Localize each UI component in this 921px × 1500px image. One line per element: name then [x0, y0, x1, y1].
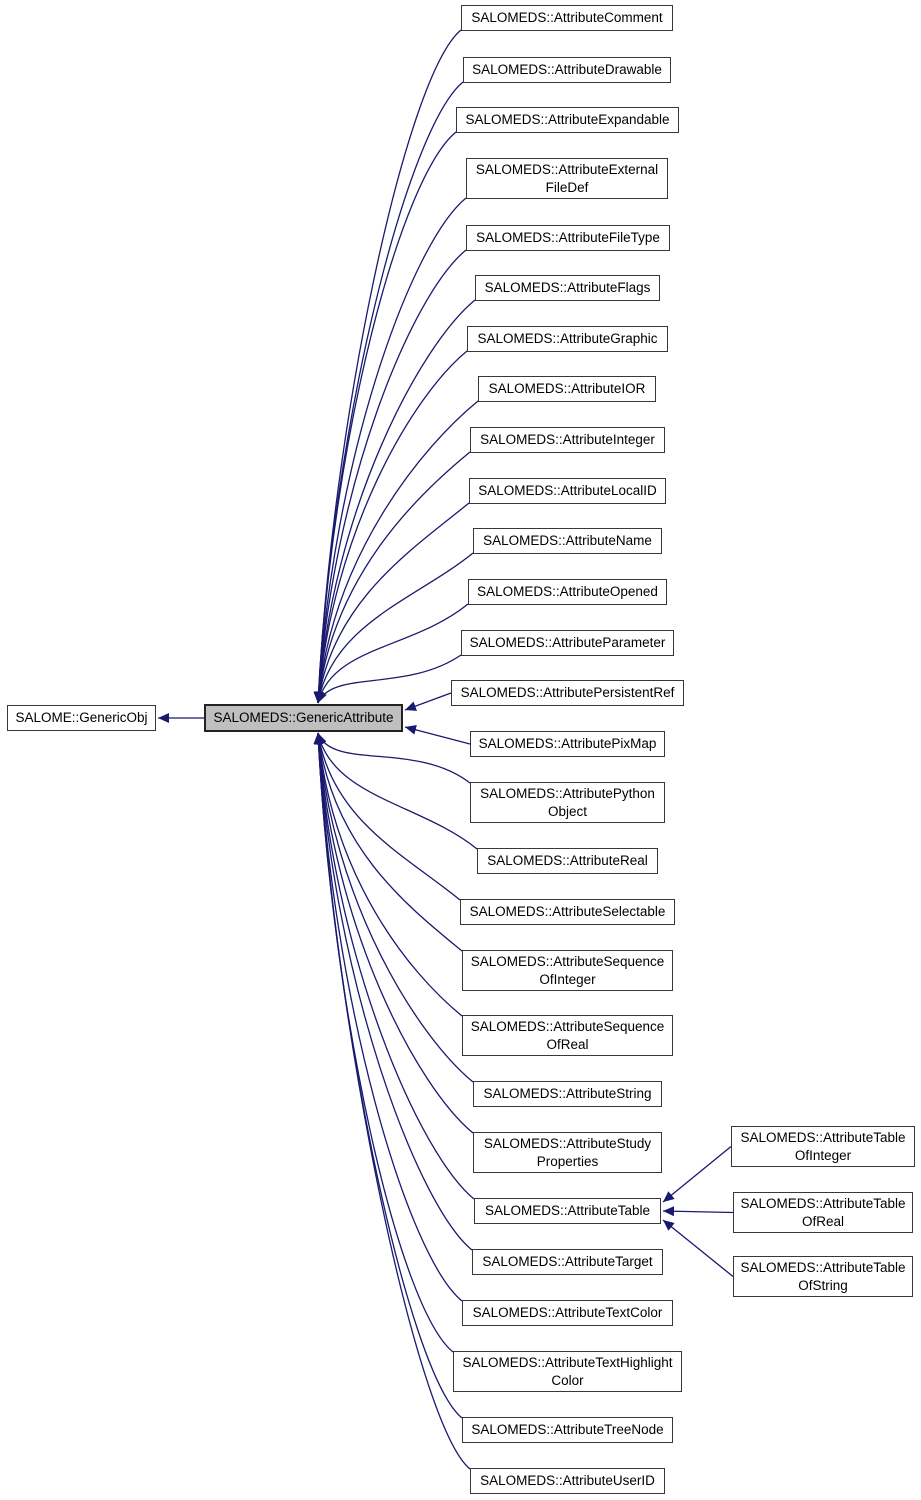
class-node-attribute-selectable[interactable]: SALOMEDS::AttributeSelectable [460, 899, 675, 925]
inheritance-edge-attribute-table-of-integer-to-attribute-table [662, 1145, 732, 1203]
class-node-attribute-drawable[interactable]: SALOMEDS::AttributeDrawable [463, 57, 671, 83]
inheritance-edge-attribute-persistent-ref-to-generic-attribute [404, 692, 452, 711]
inheritance-edge-attribute-name-to-generic-attribute [314, 552, 474, 704]
inheritance-edge-attribute-real-to-generic-attribute [315, 732, 478, 850]
class-node-attribute-external-file-def[interactable]: SALOMEDS::AttributeExternal FileDef [466, 158, 668, 199]
class-node-attribute-expandable[interactable]: SALOMEDS::AttributeExpandable [456, 107, 679, 133]
class-node-attribute-persistent-ref[interactable]: SALOMEDS::AttributePersistentRef [451, 680, 684, 706]
class-node-attribute-table-of-integer[interactable]: SALOMEDS::AttributeTable OfInteger [731, 1126, 915, 1167]
inheritance-edge-attribute-drawable-to-generic-attribute [313, 81, 464, 704]
class-node-attribute-table-of-real[interactable]: SALOMEDS::AttributeTable OfReal [733, 1192, 913, 1233]
class-node-attribute-sequence-of-real[interactable]: SALOMEDS::AttributeSequence OfReal [462, 1015, 673, 1056]
inheritance-edge-attribute-opened-to-generic-attribute [315, 603, 469, 704]
class-node-generic-obj[interactable]: SALOME::GenericObj [7, 705, 156, 731]
class-node-attribute-string[interactable]: SALOMEDS::AttributeString [473, 1081, 662, 1107]
class-node-attribute-name[interactable]: SALOMEDS::AttributeName [473, 528, 662, 554]
class-node-attribute-real[interactable]: SALOMEDS::AttributeReal [477, 848, 658, 874]
inheritance-edge-attribute-expandable-to-generic-attribute [313, 131, 457, 704]
inheritance-edge-attribute-table-to-generic-attribute [313, 732, 475, 1200]
class-node-attribute-parameter[interactable]: SALOMEDS::AttributeParameter [461, 630, 674, 656]
class-node-attribute-tree-node[interactable]: SALOMEDS::AttributeTreeNode [462, 1417, 673, 1443]
class-node-attribute-table[interactable]: SALOMEDS::AttributeTable [474, 1198, 661, 1224]
inheritance-edge-attribute-flags-to-generic-attribute [313, 299, 476, 704]
inheritance-edge-attribute-table-of-real-to-attribute-table [662, 1206, 734, 1217]
inheritance-edge-attribute-text-color-to-generic-attribute [313, 732, 463, 1302]
inheritance-edge-attribute-text-highlight-color-to-generic-attribute [313, 732, 454, 1353]
class-node-attribute-text-color[interactable]: SALOMEDS::AttributeTextColor [462, 1300, 673, 1326]
class-node-attribute-user-id[interactable]: SALOMEDS::AttributeUserID [470, 1468, 665, 1494]
class-node-attribute-python-object[interactable]: SALOMEDS::AttributePython Object [470, 782, 665, 823]
inheritance-edge-attribute-comment-to-generic-attribute [313, 29, 462, 704]
class-node-attribute-target[interactable]: SALOMEDS::AttributeTarget [472, 1249, 663, 1275]
class-node-attribute-local-id[interactable]: SALOMEDS::AttributeLocalID [469, 478, 666, 504]
inheritance-edge-attribute-string-to-generic-attribute [313, 732, 474, 1083]
class-node-attribute-ior[interactable]: SALOMEDS::AttributeIOR [478, 376, 656, 402]
class-node-attribute-file-type[interactable]: SALOMEDS::AttributeFileType [466, 225, 670, 251]
inheritance-edge-attribute-parameter-to-generic-attribute [317, 654, 462, 704]
class-node-attribute-sequence-of-integer[interactable]: SALOMEDS::AttributeSequence OfInteger [462, 950, 673, 991]
class-node-attribute-graphic[interactable]: SALOMEDS::AttributeGraphic [467, 326, 668, 352]
inheritance-edge-attribute-python-object-to-generic-attribute [317, 732, 471, 784]
inheritance-edge-attribute-integer-to-generic-attribute [314, 451, 471, 704]
inheritance-edge-attribute-user-id-to-generic-attribute [313, 732, 471, 1470]
class-node-generic-attribute[interactable]: SALOMEDS::GenericAttribute [204, 704, 403, 732]
class-node-attribute-flags[interactable]: SALOMEDS::AttributeFlags [475, 275, 660, 301]
inheritance-edge-attribute-selectable-to-generic-attribute [314, 732, 461, 901]
class-node-attribute-opened[interactable]: SALOMEDS::AttributeOpened [468, 579, 667, 605]
class-node-attribute-table-of-string[interactable]: SALOMEDS::AttributeTable OfString [733, 1256, 913, 1297]
inheritance-edge-attribute-sequence-of-integer-to-generic-attribute [314, 732, 463, 952]
class-node-attribute-study-properties[interactable]: SALOMEDS::AttributeStudy Properties [473, 1132, 662, 1173]
class-node-attribute-text-highlight-color[interactable]: SALOMEDS::AttributeTextHighlight Color [453, 1351, 682, 1392]
inheritance-edge-attribute-ior-to-generic-attribute [314, 400, 479, 704]
inheritance-edge-attribute-graphic-to-generic-attribute [313, 350, 468, 704]
inheritance-edge-attribute-external-file-def-to-generic-attribute [313, 197, 467, 704]
inheritance-edge-attribute-study-properties-to-generic-attribute [313, 732, 474, 1134]
inheritance-edge-attribute-file-type-to-generic-attribute [313, 249, 467, 704]
class-node-attribute-comment[interactable]: SALOMEDS::AttributeComment [461, 5, 673, 31]
inheritance-edge-attribute-target-to-generic-attribute [313, 732, 473, 1251]
inheritance-edge-attribute-local-id-to-generic-attribute [314, 502, 470, 704]
inheritance-edge-attribute-sequence-of-real-to-generic-attribute [314, 732, 463, 1017]
class-node-attribute-pix-map[interactable]: SALOMEDS::AttributePixMap [470, 731, 665, 757]
inheritance-edge-attribute-pix-map-to-generic-attribute [404, 724, 471, 745]
inheritance-edge-attribute-table-of-string-to-attribute-table [662, 1219, 734, 1278]
class-node-attribute-integer[interactable]: SALOMEDS::AttributeInteger [470, 427, 665, 453]
